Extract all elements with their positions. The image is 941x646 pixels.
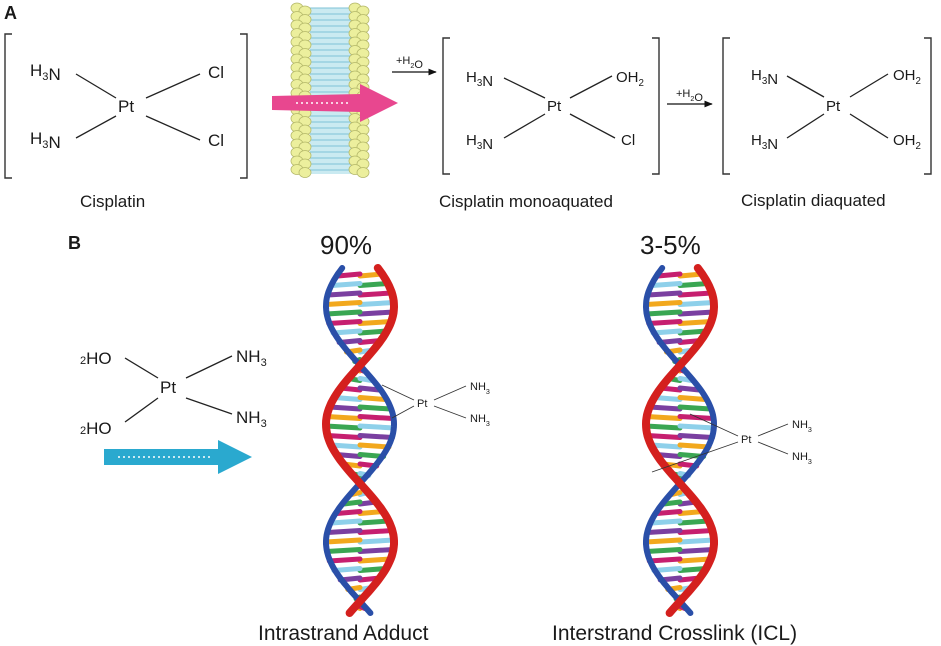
- nh3-top-label: H3N: [466, 69, 493, 90]
- nh3-top-label: H3N: [751, 67, 778, 88]
- h2o-bottom-label: 2HO: [80, 419, 112, 438]
- cl-top-label: Cl: [208, 63, 224, 82]
- pt-label: Pt: [547, 98, 562, 115]
- oh2-bottom-label: OH2: [893, 132, 921, 152]
- step2-label: +H2O: [676, 88, 703, 104]
- hydration-arrow-1: +H2O: [392, 55, 437, 76]
- nh3-top-label: NH3: [792, 419, 812, 434]
- dna-double-helix-icon: [641, 264, 719, 617]
- nh3-bottom-label: NH3: [470, 413, 490, 428]
- nh3-top-label: H3N: [30, 61, 61, 84]
- nh3-bottom-label: H3N: [30, 129, 61, 152]
- intrastrand-caption: Intrastrand Adduct: [258, 622, 429, 645]
- nh3-top-label: NH3: [470, 381, 490, 396]
- cisplatin-caption: Cisplatin: [80, 192, 145, 211]
- diaquated-caption: Cisplatin diaquated: [741, 191, 886, 210]
- pt-label: Pt: [118, 97, 134, 116]
- cl-bottom-label: Cl: [208, 131, 224, 150]
- nh3-bottom-label: H3N: [751, 132, 778, 153]
- h2o-top-label: 2HO: [80, 349, 112, 368]
- panel-label-a: A: [4, 3, 17, 23]
- diaquated-structure: H3N H3N Pt OH2 OH2 Cisplatin diaquated: [722, 37, 932, 210]
- intrastrand-percent: 90%: [320, 230, 372, 260]
- nh3-top-label: NH3: [236, 347, 267, 369]
- dna-double-helix-icon: [321, 264, 399, 617]
- aquated-platinum-complex: 2HO 2HO Pt NH3 NH3: [80, 347, 267, 438]
- dna-binding-arrow: [104, 440, 252, 474]
- step1-label: +H2O: [396, 55, 423, 71]
- pt-label: Pt: [741, 434, 751, 446]
- nh3-bottom-label: NH3: [236, 408, 267, 430]
- intrastrand-pt-adduct: Pt NH3 NH3: [381, 381, 490, 428]
- lipid-bilayer-icon: [290, 2, 370, 178]
- interstrand-caption: Interstrand Crosslink (ICL): [552, 622, 797, 645]
- pt-label: Pt: [160, 378, 176, 397]
- monoaquated-structure: H3N H3N Pt OH2 Cl Cisplatin monoaquated: [439, 37, 660, 211]
- oh2-top-label: OH2: [893, 67, 921, 87]
- nh3-bottom-label: NH3: [792, 451, 812, 466]
- pt-label: Pt: [826, 98, 841, 115]
- hydration-arrow-2: +H2O: [667, 88, 713, 108]
- oh2-label: OH2: [616, 69, 644, 89]
- panel-label-b: B: [68, 233, 81, 253]
- nh3-bottom-label: H3N: [466, 132, 493, 153]
- membrane-crossing-arrow: [272, 84, 398, 122]
- monoaquated-caption: Cisplatin monoaquated: [439, 192, 613, 211]
- pt-label: Pt: [417, 398, 427, 410]
- interstrand-pt-crosslink: Pt NH3 NH3: [651, 413, 812, 473]
- cl-label: Cl: [621, 132, 635, 149]
- cisplatin-structure: H3N H3N Pt Cl Cl Cisplatin: [4, 33, 248, 211]
- interstrand-percent: 3-5%: [640, 230, 701, 260]
